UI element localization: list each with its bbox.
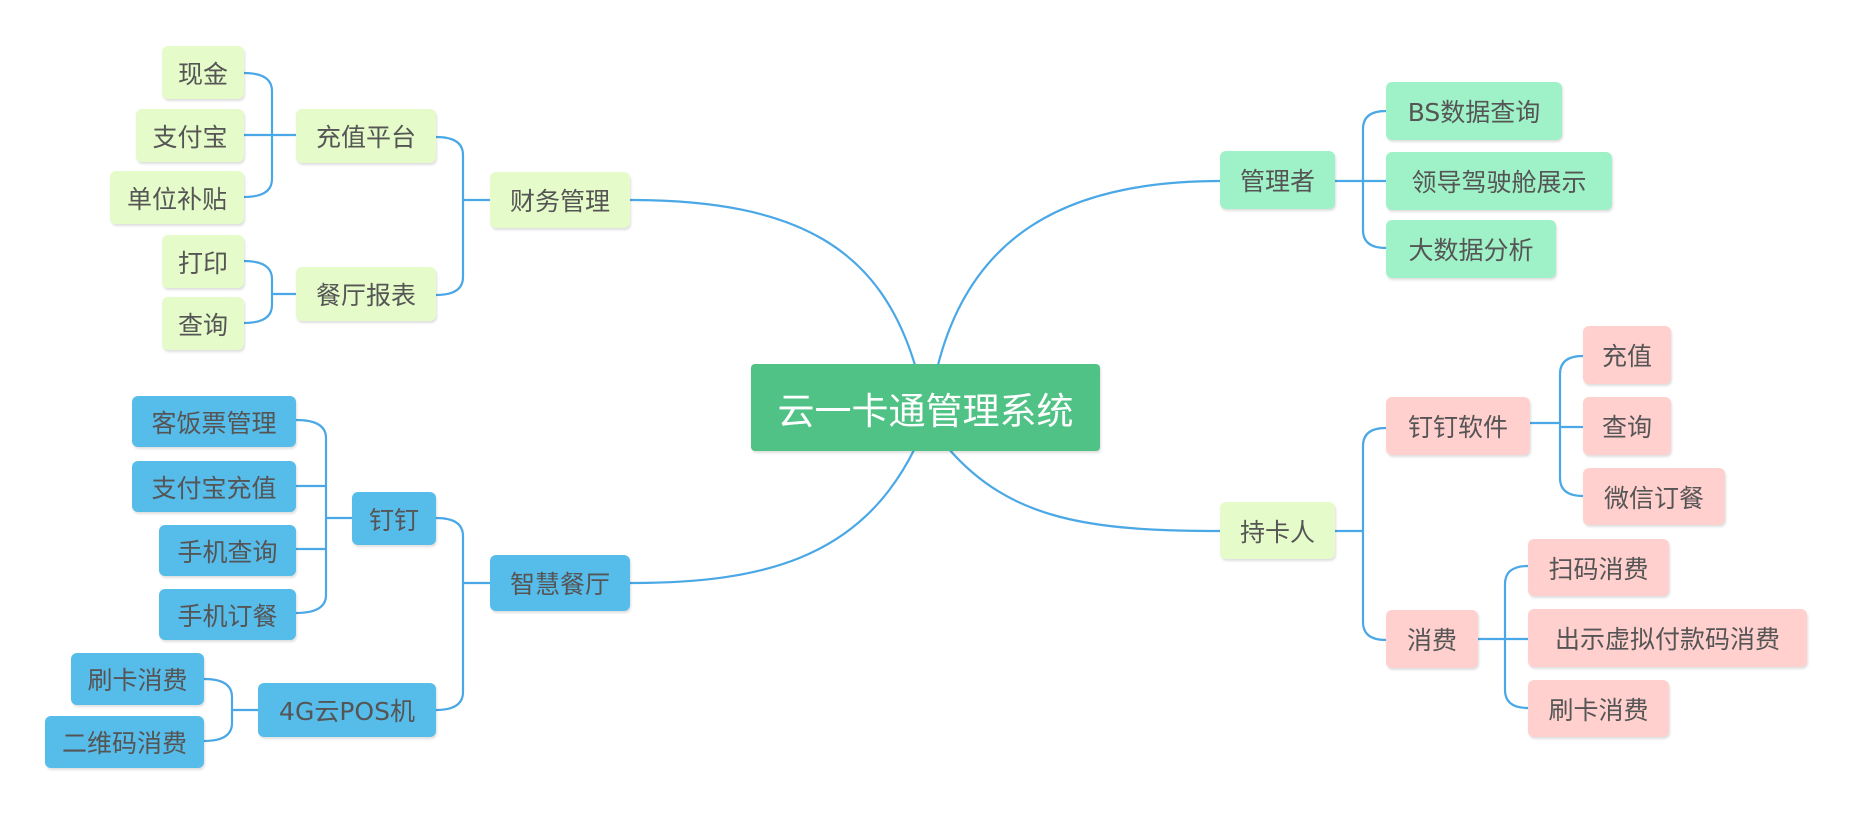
smart-canteen-node[interactable]: 智慧餐厅	[490, 555, 630, 611]
connector-root-manager	[936, 179, 1221, 366]
unit-subsidy-node[interactable]: 单位补贴	[110, 171, 244, 224]
connector-dingtalk-software-leaves	[1530, 354, 1584, 498]
query-node[interactable]: 查询	[1583, 397, 1671, 455]
mobile-query-node[interactable]: 手机查询	[159, 525, 296, 576]
connector-pos-leaves	[203, 677, 258, 743]
recharge-node[interactable]: 充值	[1583, 326, 1671, 384]
dingtalk-node[interactable]: 钉钉	[352, 492, 436, 545]
recharge-platform-node[interactable]: 充值平台	[296, 109, 436, 163]
connector-consumption-leaves	[1478, 564, 1529, 710]
cash-node[interactable]: 现金	[162, 46, 244, 99]
connector-canteen-subs	[435, 516, 490, 712]
connector-root-finance	[629, 198, 917, 366]
connector-finance-subs	[435, 135, 490, 297]
scan-pay-node[interactable]: 扫码消费	[1528, 539, 1669, 596]
pos-node[interactable]: 4G云POS机	[258, 683, 436, 737]
report-query-node[interactable]: 查询	[162, 297, 244, 350]
consumption-node[interactable]: 消费	[1386, 610, 1478, 668]
connector-dingtalk-leaves	[295, 418, 352, 615]
card-swipe-node-right[interactable]: 刷卡消费	[1528, 680, 1669, 737]
guest-ticket-node[interactable]: 客饭票管理	[132, 396, 296, 447]
cardholder-node[interactable]: 持卡人	[1220, 502, 1335, 559]
mobile-order-node[interactable]: 手机订餐	[159, 589, 296, 640]
leader-cockpit-node[interactable]: 领导驾驶舱展示	[1386, 152, 1612, 210]
print-node[interactable]: 打印	[162, 235, 244, 288]
connector-recharge-leaves	[243, 71, 296, 199]
bs-data-query-node[interactable]: BS数据查询	[1386, 82, 1562, 140]
big-data-analysis-node[interactable]: 大数据分析	[1386, 220, 1556, 278]
connector-root-smart-canteen	[629, 447, 916, 585]
qr-pay-node[interactable]: 二维码消费	[45, 716, 204, 768]
connector-report-leaves	[243, 259, 296, 325]
root-node[interactable]: 云一卡通管理系统	[751, 364, 1100, 451]
canteen-report-node[interactable]: 餐厅报表	[296, 267, 436, 321]
virtual-code-pay-node[interactable]: 出示虚拟付款码消费	[1528, 609, 1807, 667]
alipay-node[interactable]: 支付宝	[136, 109, 244, 162]
card-swipe-node-left[interactable]: 刷卡消费	[71, 653, 204, 705]
wechat-order-node[interactable]: 微信订餐	[1583, 468, 1725, 525]
dingtalk-software-node[interactable]: 钉钉软件	[1386, 397, 1530, 455]
manager-node[interactable]: 管理者	[1220, 151, 1335, 209]
connector-cardholder-subs	[1335, 426, 1387, 642]
connector-manager-leaves	[1335, 109, 1387, 250]
connector-root-cardholder	[947, 447, 1221, 533]
finance-node[interactable]: 财务管理	[490, 172, 630, 228]
alipay-recharge-node[interactable]: 支付宝充值	[132, 461, 296, 512]
